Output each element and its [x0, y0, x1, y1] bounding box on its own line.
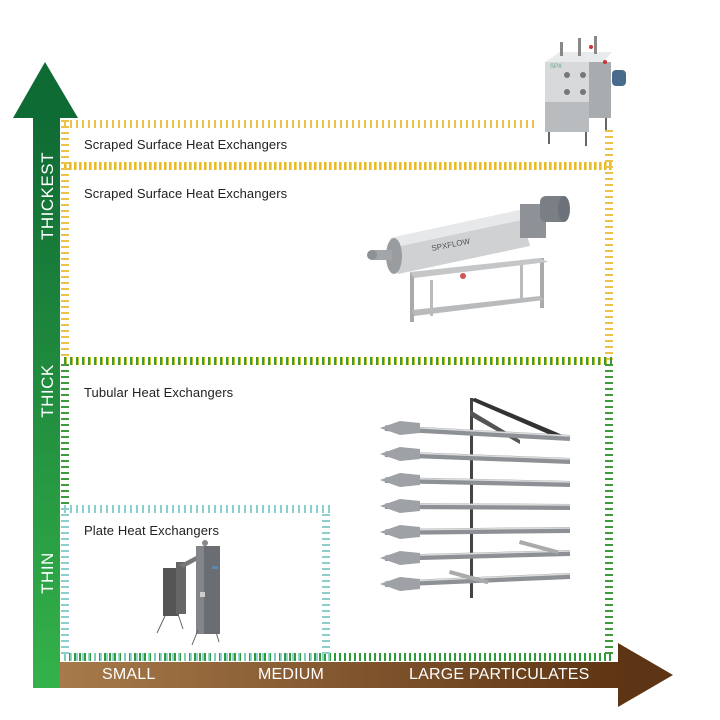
- zone-plate-right-border: [322, 514, 330, 654]
- zone-ssh-left-border: [61, 120, 69, 360]
- x-axis-arrow: [60, 643, 673, 707]
- vertical-ssh-brand: SPX: [550, 64, 562, 70]
- zone-tubular-bottom-border: [64, 653, 612, 661]
- tube-end-cone: [380, 525, 420, 539]
- tube-end-cone: [380, 499, 420, 513]
- x-label-large-particulates: LARGE PARTICULATES: [409, 666, 590, 683]
- zone-plate-left-border: [61, 508, 69, 654]
- zone-plate-top-border: [64, 505, 330, 513]
- x-label-small: SMALL: [102, 666, 156, 683]
- tube-end-cone: [380, 551, 420, 565]
- zone-plate-bottom-border: [64, 653, 330, 661]
- tube-end-cone: [380, 577, 420, 591]
- zone-ssh-divider: [64, 162, 612, 170]
- tubular-machine-icon: [380, 398, 571, 598]
- tube-end-cone: [380, 473, 420, 487]
- x-label-medium: MEDIUM: [258, 666, 325, 683]
- vertical-ssh-machine-icon: [545, 36, 626, 146]
- zone-label-tubular: Tubular Heat Exchangers: [84, 385, 234, 400]
- zone-ssh-top-border: [64, 120, 534, 128]
- y-axis-arrow: [13, 62, 78, 688]
- zone-tubular-right-border: [605, 364, 613, 656]
- zone-label-ssh-top: Scraped Surface Heat Exchangers: [84, 137, 288, 152]
- x-axis-arrowhead: [618, 643, 673, 707]
- zone-tubular-top-border: [64, 357, 612, 365]
- zone-label-plate: Plate Heat Exchangers: [84, 523, 220, 538]
- y-axis-shaft: [33, 116, 60, 688]
- horizontal-ssh-machine-icon: SPXFLOW: [367, 196, 570, 322]
- tube-end-cone: [380, 421, 420, 435]
- y-axis-arrowhead: [13, 62, 78, 118]
- tube-end-cone: [380, 447, 420, 461]
- plate-machine-icon: [156, 540, 220, 646]
- x-axis-shaft: [60, 662, 620, 688]
- zone-ssh-right-border: [605, 130, 613, 360]
- zone-label-ssh-main: Scraped Surface Heat Exchangers: [84, 186, 288, 201]
